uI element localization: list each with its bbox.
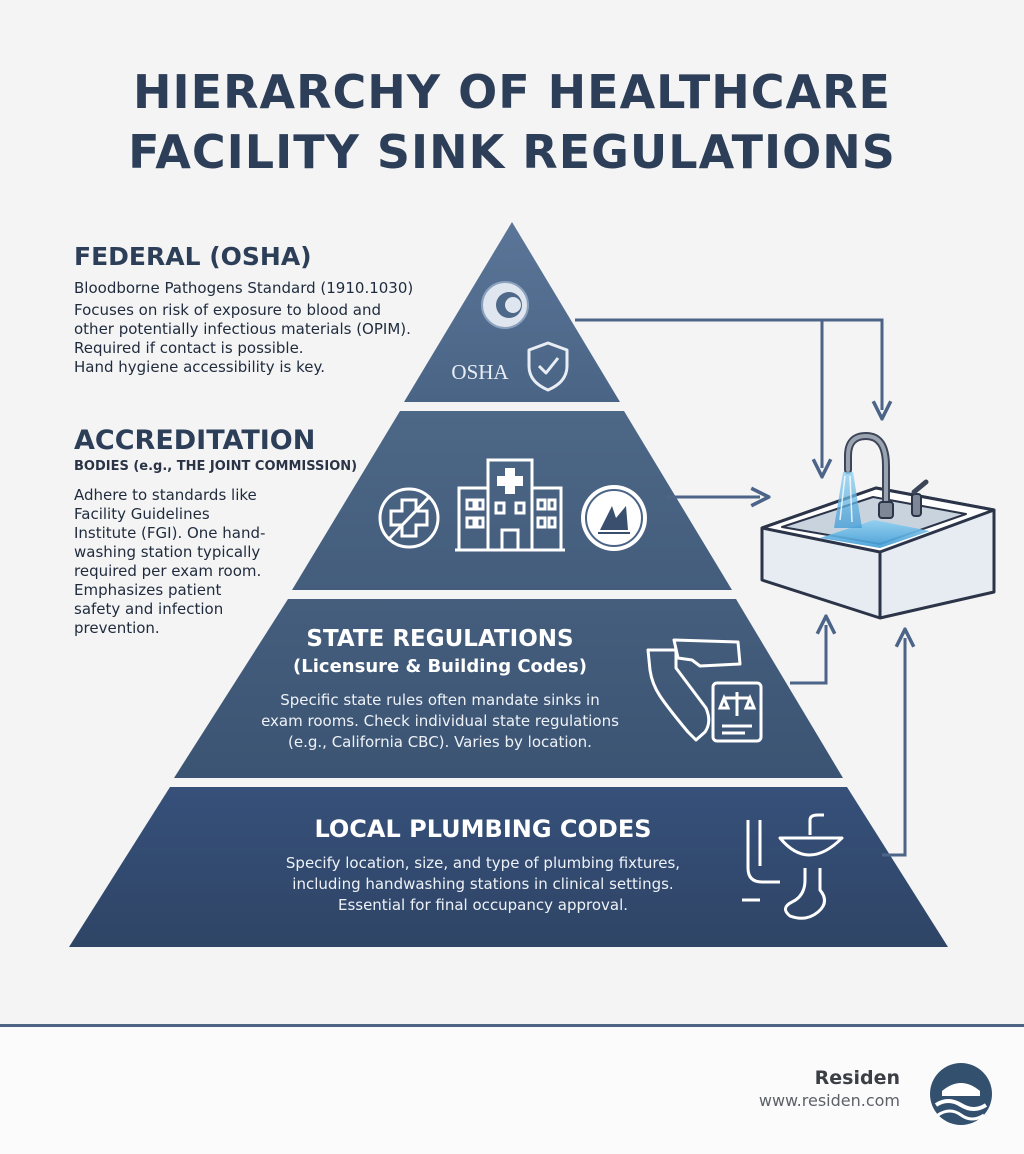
accreditation-text-block: ACCREDITATION BODIES (e.g., THE JOINT CO… xyxy=(74,424,357,638)
no-cross-icon xyxy=(378,487,440,549)
state-subheading: (Licensure & Building Codes) xyxy=(293,656,587,677)
brand-url[interactable]: www.residen.com xyxy=(758,1091,900,1110)
page-title: HIERARCHY OF HEALTHCARE FACILITY SINK RE… xyxy=(0,62,1024,182)
tier-accreditation xyxy=(292,411,732,590)
accreditation-line-5: required per exam room. xyxy=(74,562,262,580)
federal-heading: FEDERAL (OSHA) xyxy=(74,242,312,271)
plumbing-pipes-icon xyxy=(742,813,844,920)
state-text-block: STATE REGULATIONS (Licensure & Building … xyxy=(230,624,650,753)
arrow-federal-to-sink xyxy=(575,318,882,410)
brand-block: Residen www.residen.com xyxy=(759,1066,900,1112)
federal-line-3: Required if contact is possible. xyxy=(74,339,304,357)
arrow-state-to-sink xyxy=(790,625,826,685)
brand-name: Residen xyxy=(814,1067,900,1089)
local-heading: LOCAL PLUMBING CODES xyxy=(314,815,652,843)
state-map-icon xyxy=(646,638,742,742)
accreditation-line-1: Adhere to standards like xyxy=(74,486,257,504)
title-line-2: FACILITY SINK REGULATIONS xyxy=(128,125,896,179)
local-line-2: including handwashing stations in clinic… xyxy=(292,875,674,893)
federal-line-4: Hand hygiene accessibility is key. xyxy=(74,358,325,376)
residen-logo-icon xyxy=(930,1063,992,1125)
footer xyxy=(0,1027,1024,1154)
state-line-2: exam rooms. Check individual state regul… xyxy=(261,712,619,730)
federal-standard: Bloodborne Pathogens Standard (1910.1030… xyxy=(74,279,414,297)
connector-arrows xyxy=(575,318,905,857)
accreditation-line-3: Institute (FGI). One hand- xyxy=(74,524,266,542)
state-heading: STATE REGULATIONS xyxy=(306,626,574,652)
accreditation-line-6: Emphasizes patient xyxy=(74,581,222,599)
federal-text-block: FEDERAL (OSHA) Bloodborne Pathogens Stan… xyxy=(74,240,413,377)
accreditation-line-2: Facility Guidelines xyxy=(74,505,210,523)
hospital-building-icon xyxy=(455,458,565,552)
local-text-block: LOCAL PLUMBING CODES Specify location, s… xyxy=(230,813,736,916)
accreditation-line-4: washing station typically xyxy=(74,543,261,561)
local-line-1: Specify location, size, and type of plum… xyxy=(285,854,681,872)
state-line-3: (e.g., California CBC). Varies by locati… xyxy=(288,733,592,751)
pyramid-diagram: OSHA xyxy=(69,222,996,947)
legal-document-icon xyxy=(711,681,763,743)
accreditation-seal-icon xyxy=(581,485,647,551)
shield-check-icon xyxy=(527,341,569,392)
osha-logo-text: OSHA xyxy=(451,360,509,384)
federal-line-2: other potentially infectious materials (… xyxy=(74,320,411,338)
tier-local xyxy=(69,787,948,947)
sink-faucet-icon xyxy=(760,431,996,620)
state-line-1: Specific state rules often mandate sinks… xyxy=(280,691,600,709)
accreditation-line-7: safety and infection xyxy=(74,600,224,618)
accreditation-line-8: prevention. xyxy=(74,619,160,637)
title-line-1: HIERARCHY OF HEALTHCARE xyxy=(133,65,891,119)
arrow-local-to-sink xyxy=(882,638,905,857)
federal-line-1: Focuses on risk of exposure to blood and xyxy=(74,301,382,319)
accreditation-subheading: BODIES (e.g., THE JOINT COMMISSION) xyxy=(74,459,358,474)
footer-divider xyxy=(0,1024,1024,1027)
local-line-3: Essential for final occupancy approval. xyxy=(337,896,629,914)
osha-swirl-icon xyxy=(481,281,529,329)
accreditation-heading: ACCREDITATION xyxy=(74,425,316,456)
